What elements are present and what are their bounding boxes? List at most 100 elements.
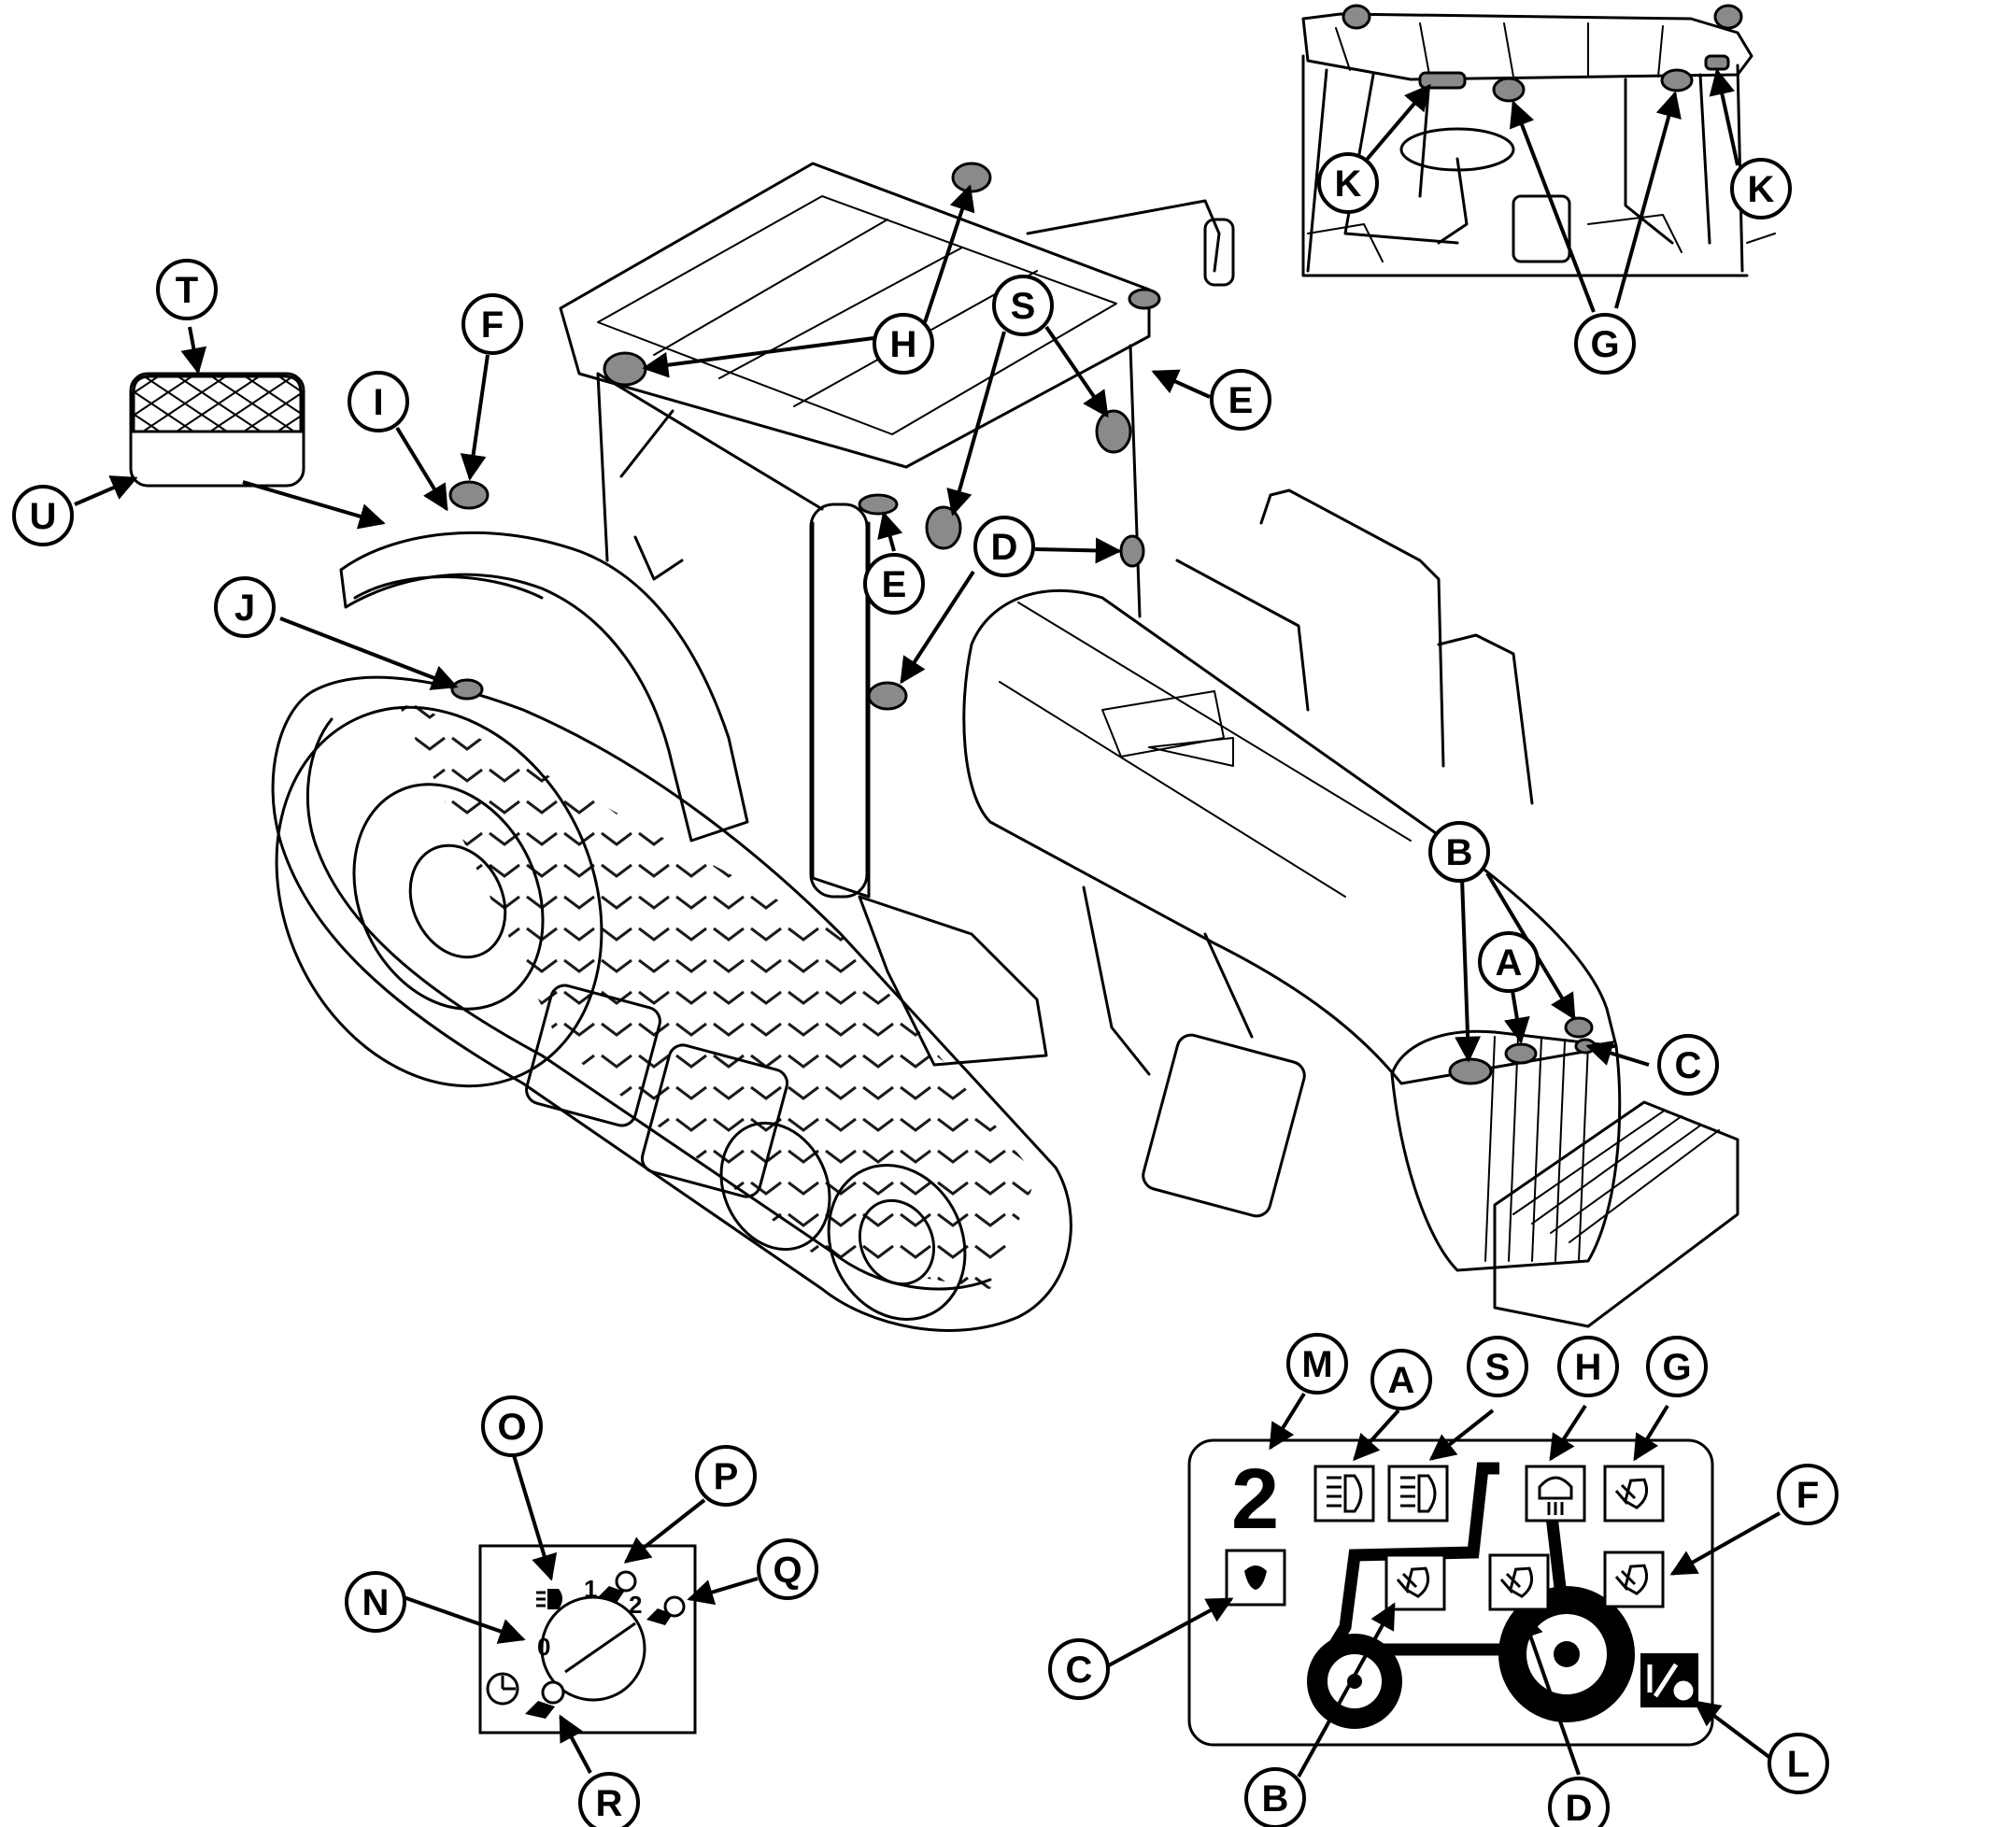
svg-text:C: C bbox=[1675, 1045, 1702, 1086]
lamp-h-right bbox=[951, 162, 992, 193]
indicator-h-worklight-icon bbox=[1525, 1465, 1586, 1522]
lamp-a bbox=[1504, 1042, 1538, 1065]
inset-lamp-k-right bbox=[1704, 54, 1730, 71]
svg-text:S: S bbox=[1011, 286, 1036, 327]
callout-i: I bbox=[348, 371, 409, 432]
svg-text:F: F bbox=[1796, 1475, 1819, 1516]
svg-text:D: D bbox=[991, 527, 1018, 568]
callout-a-panel: A bbox=[1370, 1349, 1432, 1410]
cab-post bbox=[809, 503, 869, 899]
svg-text:U: U bbox=[30, 496, 57, 537]
cab-frame bbox=[596, 344, 1142, 899]
lamp-s-left bbox=[925, 505, 962, 550]
panel-digit: 2 bbox=[1231, 1452, 1279, 1547]
svg-text:N: N bbox=[362, 1582, 390, 1623]
svg-text:D: D bbox=[1566, 1788, 1593, 1827]
callout-k-right: K bbox=[1730, 158, 1792, 220]
callout-r: R bbox=[578, 1772, 640, 1827]
inset-roof bbox=[1301, 12, 1753, 81]
mirror-arm bbox=[1026, 199, 1221, 273]
callout-a: A bbox=[1478, 931, 1540, 993]
callout-t: T bbox=[156, 259, 218, 320]
indicator-f-worklight-icon bbox=[1603, 1551, 1665, 1608]
cab-inset bbox=[1301, 4, 1776, 277]
lamp-b-left bbox=[1448, 1057, 1493, 1085]
callout-f: F bbox=[461, 293, 523, 355]
drawbar bbox=[858, 895, 1048, 1067]
callout-k-left: K bbox=[1317, 152, 1379, 214]
callout-g-panel: G bbox=[1646, 1336, 1708, 1397]
rotary-light-switch: 0 1 2 bbox=[478, 1544, 697, 1735]
callout-o: O bbox=[481, 1395, 543, 1457]
indicator-g-worklight-icon bbox=[1603, 1465, 1665, 1522]
svg-text:E: E bbox=[882, 564, 907, 605]
svg-text:H: H bbox=[890, 324, 917, 365]
svg-text:H: H bbox=[1575, 1347, 1602, 1388]
svg-text:K: K bbox=[1335, 163, 1362, 205]
svg-text:F: F bbox=[481, 304, 504, 346]
callout-l: L bbox=[1768, 1733, 1829, 1794]
inset-lamp-g-left bbox=[1492, 77, 1526, 103]
svg-text:Q: Q bbox=[773, 1550, 802, 1591]
chassis bbox=[1082, 885, 1254, 1076]
rear-track bbox=[271, 675, 1072, 1332]
switch-knob[interactable] bbox=[540, 1595, 646, 1702]
side-weight-left bbox=[525, 984, 661, 1127]
lamp-e-cab bbox=[858, 493, 899, 516]
callout-m: M bbox=[1286, 1333, 1348, 1395]
switch-pos-2: 2 bbox=[629, 1591, 642, 1619]
indicator-d-worklight-icon bbox=[1488, 1553, 1550, 1611]
svg-text:A: A bbox=[1496, 942, 1523, 984]
callout-s-panel: S bbox=[1467, 1336, 1528, 1397]
callout-q: Q bbox=[757, 1538, 818, 1600]
lamp-d-right bbox=[1119, 534, 1145, 568]
track-tread bbox=[392, 691, 1037, 1289]
lamp-f bbox=[448, 480, 490, 510]
leader-arrows bbox=[74, 68, 1781, 1777]
callout-d: D bbox=[973, 516, 1035, 577]
svg-text:M: M bbox=[1301, 1344, 1332, 1385]
lamp-h-left bbox=[603, 351, 647, 387]
indicator-s-headlight-icon bbox=[1387, 1465, 1449, 1522]
indicator-b-worklight-icon bbox=[1384, 1553, 1446, 1611]
callout-b: B bbox=[1428, 821, 1490, 883]
front-weights bbox=[1493, 1100, 1739, 1328]
hood bbox=[962, 588, 1618, 1085]
indicator-panel: 2 bbox=[1187, 1438, 1714, 1747]
indicator-a-headlight-icon bbox=[1313, 1465, 1375, 1522]
svg-text:K: K bbox=[1748, 169, 1775, 210]
tractor-illustration bbox=[271, 162, 1739, 1332]
inset-lamp-g-right bbox=[1660, 68, 1694, 92]
cab-roof bbox=[559, 162, 1151, 469]
lamp-b-right bbox=[1564, 1016, 1594, 1039]
switch-pos-0: 0 bbox=[537, 1633, 550, 1661]
callout-e-right: E bbox=[1210, 369, 1271, 431]
lamp-e-right bbox=[1128, 288, 1161, 310]
front-idler bbox=[827, 1163, 967, 1322]
callout-n: N bbox=[345, 1571, 406, 1633]
tractor-lamps bbox=[448, 162, 1597, 1085]
front-grille bbox=[1390, 1029, 1622, 1272]
callout-s: S bbox=[992, 275, 1054, 336]
callout-d-panel: D bbox=[1548, 1777, 1610, 1827]
railing bbox=[1175, 489, 1445, 768]
lamp-s-right bbox=[1095, 409, 1132, 454]
callout-b-panel: B bbox=[1244, 1767, 1306, 1827]
svg-text:E: E bbox=[1228, 380, 1254, 421]
callout-u: U bbox=[12, 485, 74, 546]
svg-text:C: C bbox=[1066, 1650, 1093, 1691]
svg-text:O: O bbox=[497, 1407, 526, 1448]
switch-pos-1: 1 bbox=[584, 1575, 597, 1603]
svg-text:B: B bbox=[1262, 1778, 1289, 1820]
callout-f-panel: F bbox=[1777, 1464, 1839, 1525]
svg-text:G: G bbox=[1662, 1347, 1691, 1388]
svg-text:S: S bbox=[1485, 1347, 1511, 1388]
callout-h-panel: H bbox=[1557, 1336, 1619, 1397]
work-light-2-icon bbox=[646, 1595, 686, 1625]
svg-text:R: R bbox=[596, 1783, 623, 1824]
beacon-box bbox=[129, 372, 305, 488]
callout-c: C bbox=[1657, 1034, 1719, 1096]
callout-e-cab: E bbox=[863, 553, 925, 615]
callout-g-inset: G bbox=[1574, 313, 1636, 375]
